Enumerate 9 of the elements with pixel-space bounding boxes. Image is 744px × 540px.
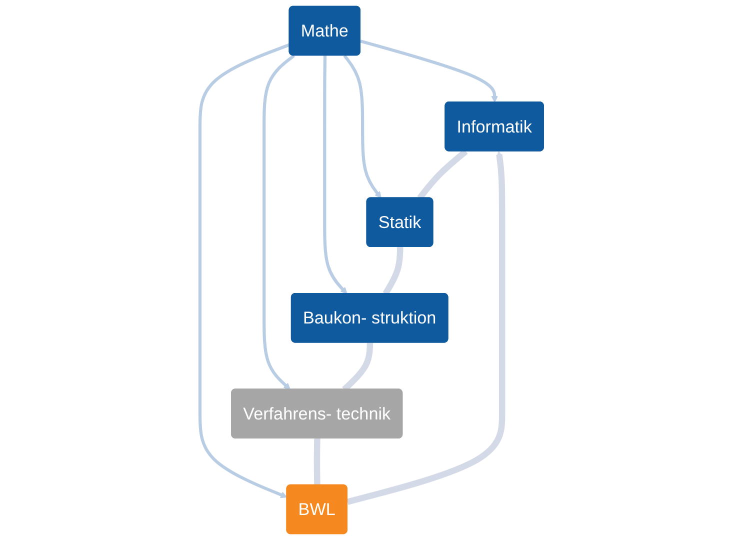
arrow [198,43,290,498]
arrow [262,54,296,390]
arrow [346,151,506,505]
connector [383,247,404,296]
arrow [343,54,382,198]
arrow [360,40,498,103]
connector [418,148,468,200]
connector [314,438,321,486]
arrow [323,56,348,294]
